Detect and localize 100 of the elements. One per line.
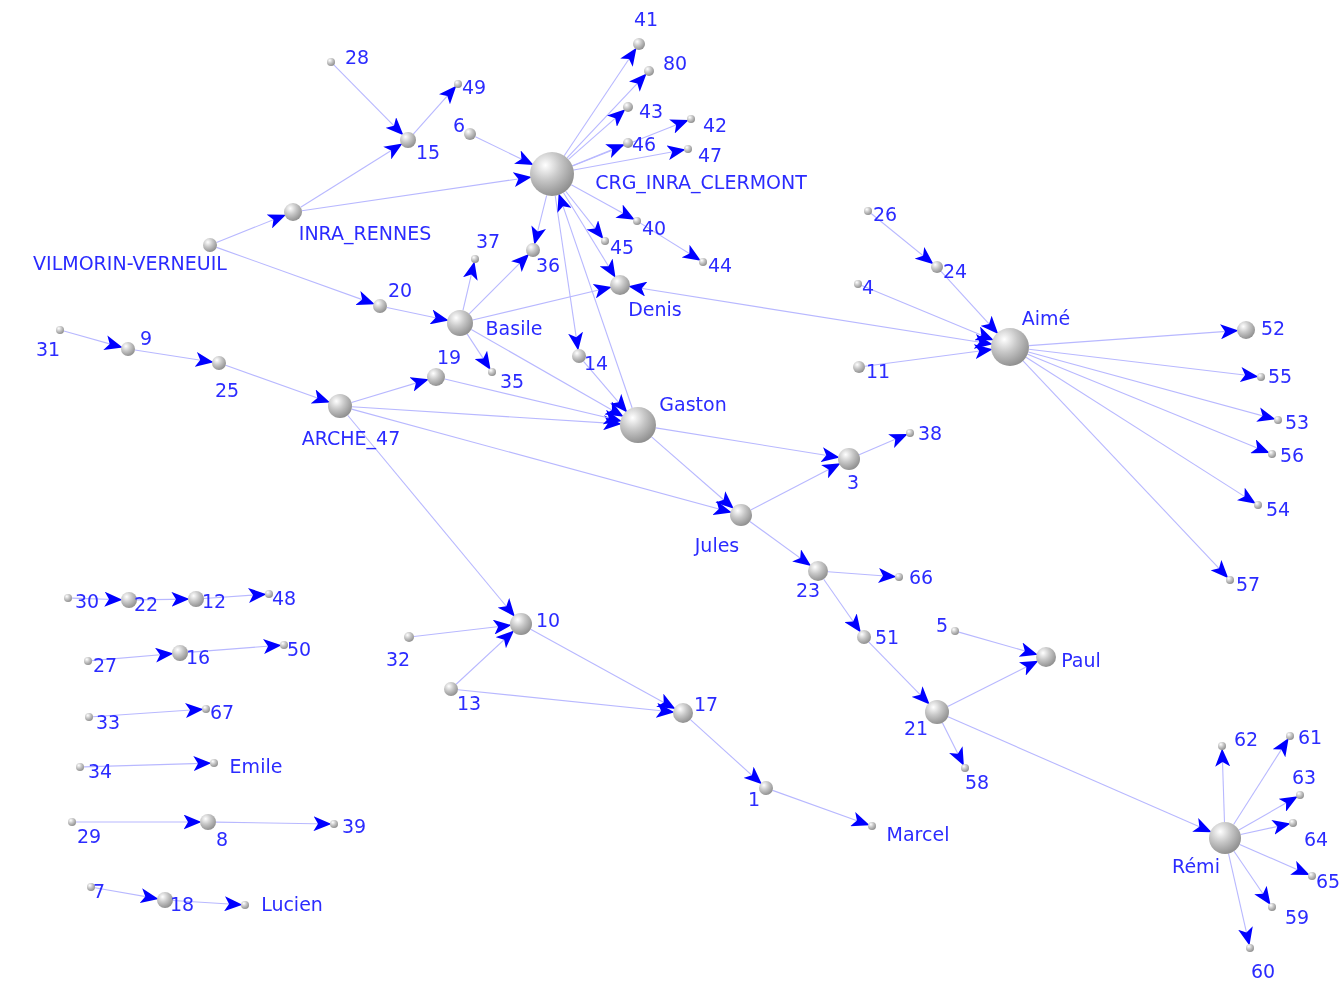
arrow	[1240, 820, 1291, 836]
arrow	[772, 789, 870, 827]
node-label: 15	[415, 142, 441, 162]
node-sphere	[991, 328, 1029, 366]
node-sphere	[868, 822, 876, 830]
arrow	[462, 261, 478, 311]
arrow	[823, 578, 861, 633]
node-label: 4	[861, 277, 875, 297]
node-sphere	[427, 368, 445, 386]
arrow	[300, 143, 403, 208]
arrow	[1239, 843, 1310, 875]
node-sphere	[373, 299, 387, 313]
arrow	[63, 330, 123, 350]
arrow	[958, 631, 1038, 657]
arrow	[940, 270, 999, 335]
node-label: 55	[1267, 366, 1293, 386]
node-label: 59	[1284, 907, 1310, 927]
arrow	[136, 591, 190, 607]
arrow	[571, 144, 625, 167]
node-label: 30	[74, 591, 100, 611]
node-sphere	[454, 80, 462, 88]
node-sphere	[121, 592, 137, 608]
node-label: 3	[846, 472, 860, 492]
node-label: 31	[35, 339, 61, 359]
node-label: 24	[942, 261, 968, 281]
node-sphere	[951, 627, 959, 635]
arrow	[351, 408, 732, 515]
arrow	[868, 641, 930, 705]
node-sphere	[87, 883, 95, 891]
arrow	[91, 647, 174, 663]
node-sphere	[864, 207, 872, 215]
node-label: 33	[95, 712, 121, 732]
arrow	[1233, 738, 1289, 826]
node-label: 48	[271, 588, 297, 608]
arrow	[1028, 348, 1259, 382]
node-sphere	[444, 682, 458, 696]
arrow	[455, 630, 515, 685]
node-label: VILMORIN-VERNEUIL	[33, 253, 227, 273]
arrow	[71, 591, 123, 607]
node-label: 34	[87, 761, 113, 781]
arrow	[225, 364, 331, 404]
node-label: 62	[1233, 729, 1259, 749]
arrow	[92, 702, 204, 718]
node-sphere	[620, 407, 656, 443]
node-sphere	[699, 258, 707, 266]
node-sphere	[327, 58, 335, 66]
arrow	[531, 194, 548, 245]
arrow	[215, 816, 332, 832]
arrow	[413, 619, 512, 637]
arrow	[470, 328, 624, 417]
arrow	[567, 109, 626, 160]
arrow	[628, 281, 993, 349]
node-sphere	[687, 115, 695, 123]
node-label: 27	[92, 655, 118, 675]
node-label: 52	[1260, 318, 1286, 338]
node-sphere	[931, 261, 943, 273]
arrow	[870, 212, 934, 265]
node-sphere	[1237, 321, 1255, 339]
node-sphere	[857, 630, 871, 644]
node-sphere	[1036, 647, 1056, 667]
node-label: 32	[385, 649, 411, 669]
node-sphere	[121, 342, 135, 356]
node-label: 23	[795, 580, 821, 600]
node-sphere	[202, 705, 210, 713]
arrow	[655, 427, 840, 463]
node-label: Gaston	[659, 394, 727, 414]
node-label: Aimé	[1021, 308, 1071, 328]
arrow	[386, 306, 449, 325]
node-label: 7	[92, 881, 106, 901]
arrow	[557, 193, 633, 409]
node-label: 61	[1297, 727, 1323, 747]
node-sphere	[906, 429, 914, 437]
node-label: 35	[499, 371, 525, 391]
node-sphere	[471, 255, 479, 263]
node-label: 25	[214, 380, 240, 400]
node-sphere	[526, 243, 540, 257]
node-sphere	[854, 280, 862, 288]
node-sphere	[76, 763, 84, 771]
node-label: INRA_RENNES	[298, 223, 432, 243]
node-label: 16	[185, 647, 211, 667]
node-label: 37	[475, 231, 501, 251]
arrow	[1027, 351, 1276, 422]
node-sphere	[400, 132, 416, 148]
node-label: 47	[697, 145, 723, 165]
node-sphere	[633, 217, 641, 225]
node-label: 11	[865, 361, 891, 381]
arrow	[457, 689, 675, 718]
arrow	[350, 377, 429, 404]
arrow	[571, 119, 689, 167]
node-sphere	[684, 145, 692, 153]
arrow	[1228, 853, 1253, 946]
node-label: CRG_INRA_CLERMONT	[595, 172, 807, 192]
node-label: Marcel	[886, 824, 950, 844]
arrow	[412, 85, 457, 135]
node-label: Denis	[628, 299, 682, 319]
arrow	[947, 660, 1039, 708]
node-sphere	[1289, 819, 1297, 827]
node-label: 65	[1315, 871, 1341, 891]
node-label: Lucien	[261, 894, 323, 914]
arrow	[75, 814, 202, 830]
